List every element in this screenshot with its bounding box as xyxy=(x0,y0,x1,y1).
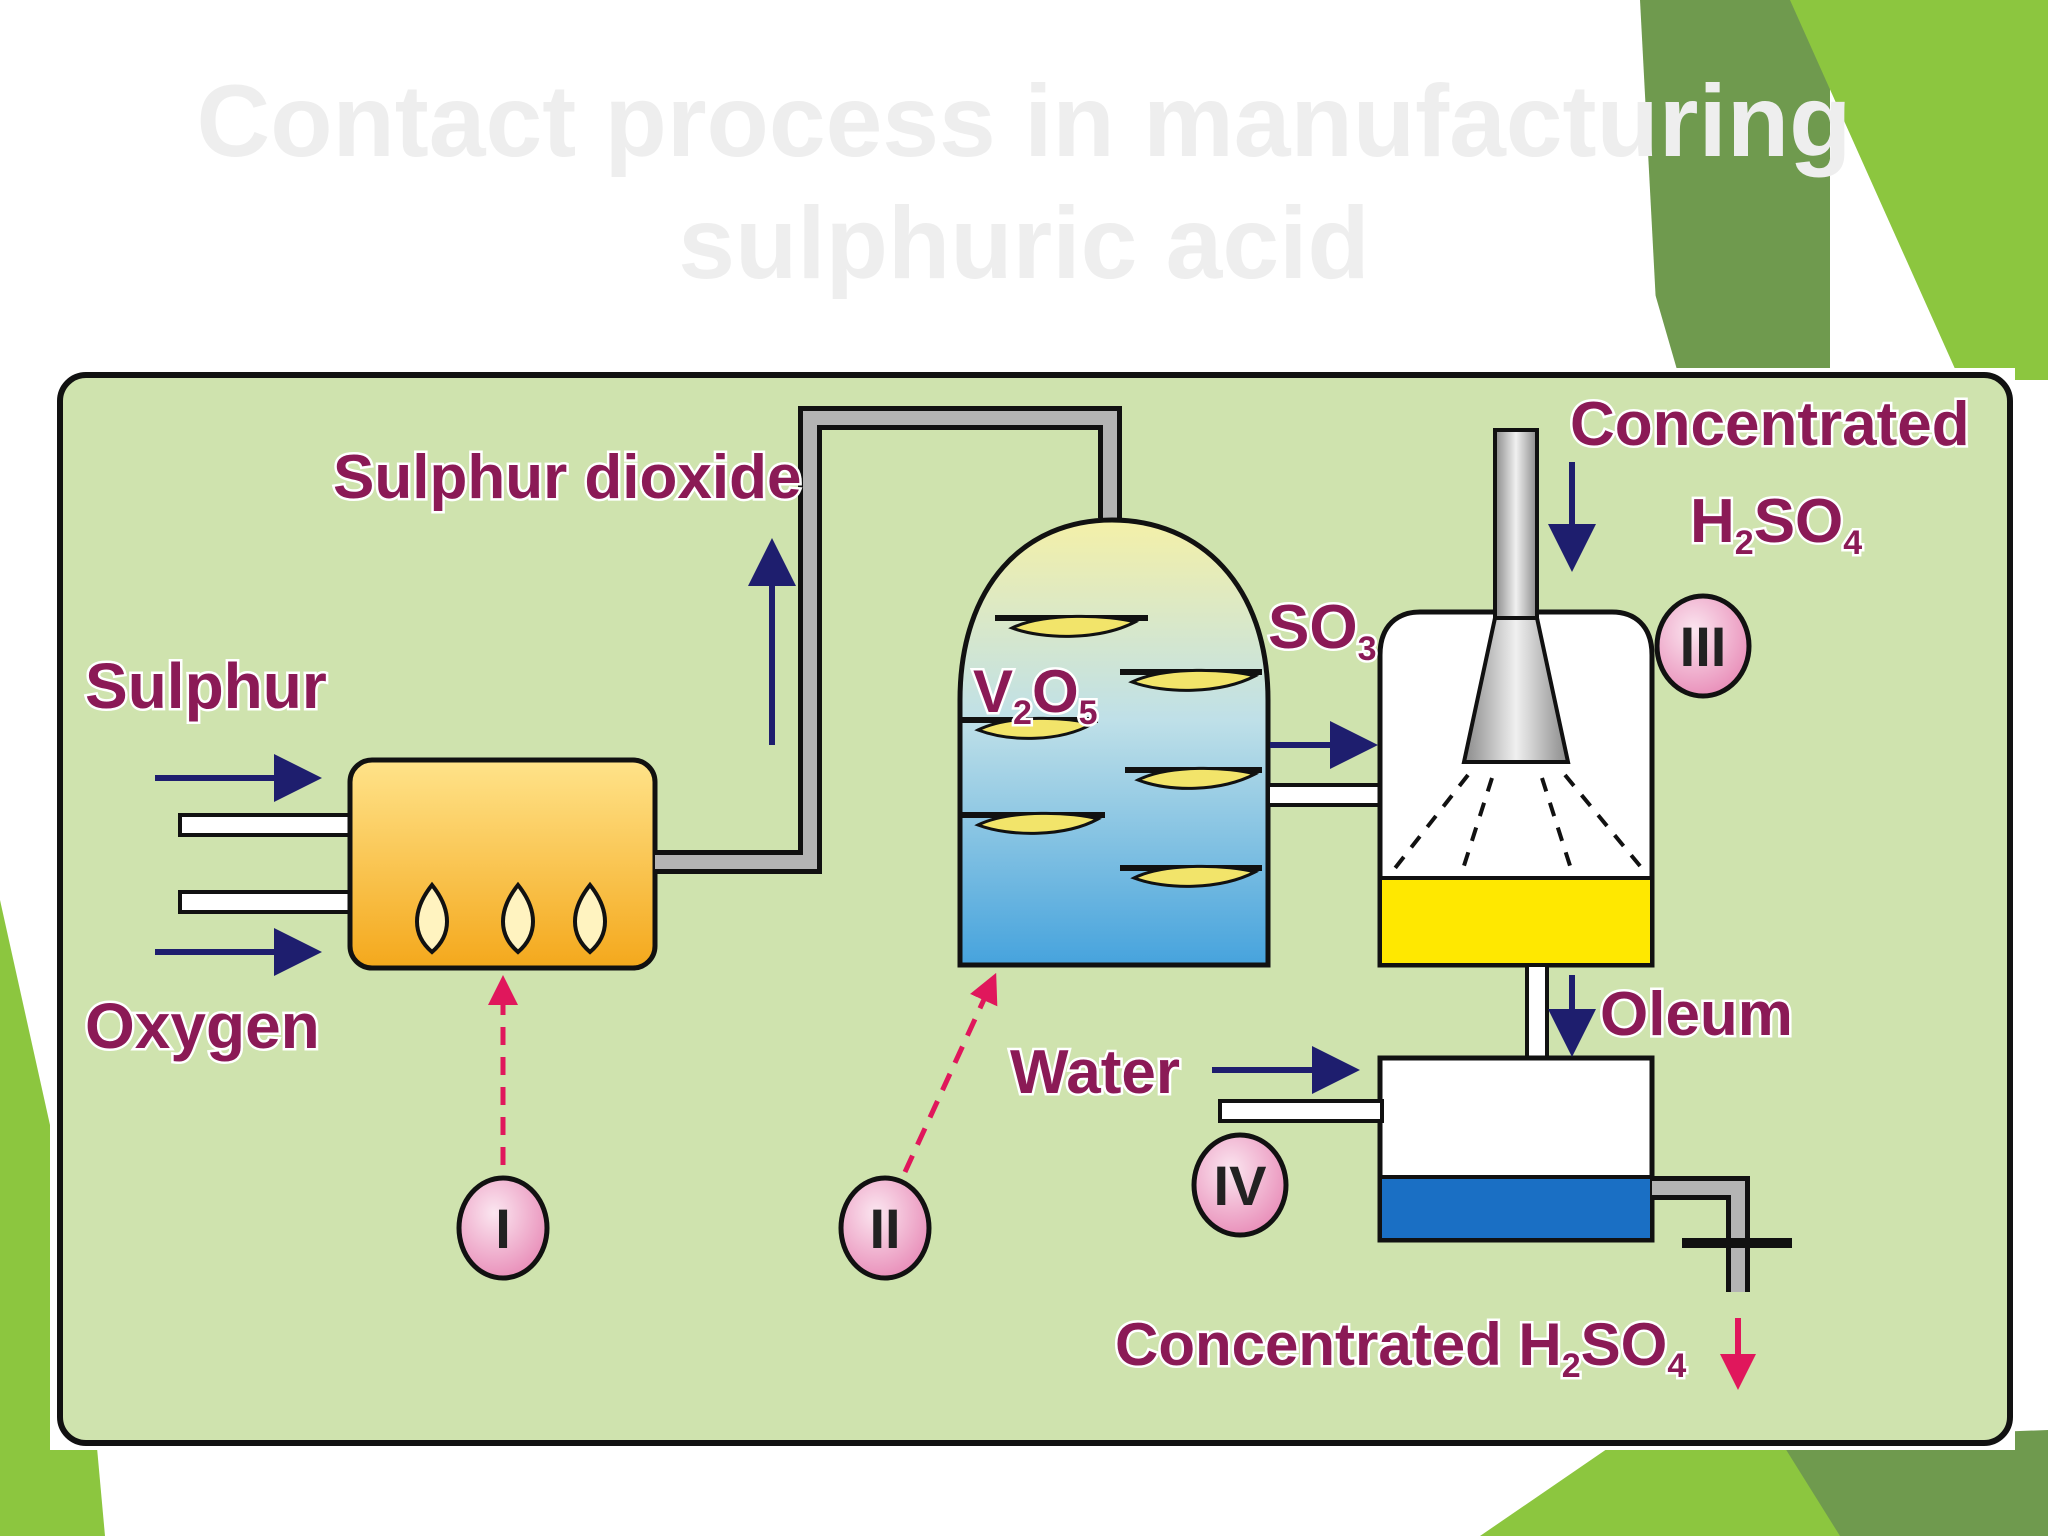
green-accent-top-right xyxy=(1790,0,2048,380)
label-sulphur: Sulphur xyxy=(85,650,327,722)
stage-marker-4: IV xyxy=(1191,1132,1289,1238)
water-inlet-pipe xyxy=(1218,1099,1384,1123)
stage-pointer-arrows xyxy=(488,972,998,1174)
sulphur-burner xyxy=(347,757,658,971)
catalytic-converter xyxy=(957,517,1271,968)
stage-label: II xyxy=(869,1197,900,1260)
acid-spray xyxy=(1390,773,1647,874)
catalyst-tray xyxy=(995,614,1148,638)
white-stripe xyxy=(1560,0,1660,380)
oxygen-inlet-pipe xyxy=(178,890,357,914)
catalyst-trays xyxy=(962,614,1262,888)
label-water: Water xyxy=(1010,1038,1180,1107)
sulphur-inlet-pipe xyxy=(178,813,357,837)
slide-title: Contact process in manufacturing sulphur… xyxy=(0,60,2048,304)
catalyst-tray xyxy=(962,811,1105,835)
label-concentrated-bottom: Concentrated H2SO4 xyxy=(1115,1311,1686,1385)
stage-label: I xyxy=(495,1197,511,1260)
label-h2so4-top: H2SO4 xyxy=(1690,487,1862,562)
stage-marker-3: III xyxy=(1654,593,1752,699)
oleum-layer xyxy=(1382,878,1650,963)
stage-label: IV xyxy=(1214,1154,1267,1217)
catalyst-tray xyxy=(1120,864,1262,888)
catalyst-tray xyxy=(1120,668,1262,692)
acid-feed-pipe xyxy=(1493,428,1539,622)
flame-icon xyxy=(573,881,607,955)
spray-nozzle xyxy=(1461,616,1571,764)
outlet-pipe xyxy=(1652,1181,1745,1292)
dark-green-accent-bottom xyxy=(1780,1430,2048,1536)
title-line-1: Contact process in manufacturing xyxy=(196,64,1852,178)
flame-icon xyxy=(415,881,449,955)
burner-flames xyxy=(415,881,607,955)
acid-layer xyxy=(1382,1177,1650,1238)
label-oleum: Oleum xyxy=(1600,980,1793,1049)
stage-2-pointer xyxy=(902,972,998,1174)
stage-marker-1: I xyxy=(456,1175,550,1281)
flow-arrows xyxy=(155,462,1596,1094)
catalyst-tray xyxy=(962,716,1098,740)
catalyst-tray xyxy=(1125,766,1262,790)
oleum-pipe xyxy=(1525,963,1549,1062)
title-line-2: sulphuric acid xyxy=(678,186,1370,300)
label-so3: SO3 xyxy=(1268,593,1377,668)
label-sulphur-dioxide: Sulphur dioxide xyxy=(333,443,801,512)
stage-label: III xyxy=(1680,615,1727,678)
label-catalyst: V2O5 xyxy=(973,658,1098,732)
flame-icon xyxy=(501,881,535,955)
stage-marker-2: II xyxy=(838,1175,932,1281)
so3-pipe xyxy=(1266,783,1382,807)
so2-pipe xyxy=(655,411,1117,869)
label-concentrated-top: Concentrated xyxy=(1570,390,1970,459)
label-oxygen: Oxygen xyxy=(85,990,320,1062)
